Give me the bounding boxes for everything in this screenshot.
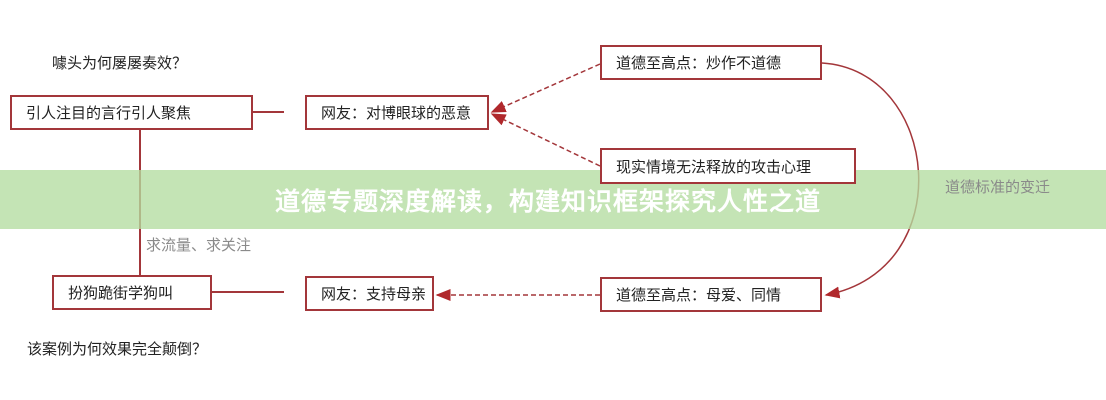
box-moral-high-hype: 道德至高点：炒作不道德 bbox=[600, 45, 822, 80]
label-moral-shift: 道德标准的变迁 bbox=[945, 178, 1051, 196]
question-bottom: 该案例为何效果完全颠倒？ bbox=[27, 340, 208, 358]
box-netizen-support: 网友：支持母亲 bbox=[305, 276, 434, 311]
banner-title: 道德专题深度解读，构建知识框架探究人性之道 bbox=[274, 186, 821, 216]
question-top: 噱头为何屡屡奏效？ bbox=[52, 54, 188, 72]
box-aggression: 现实情境无法释放的攻击心理 bbox=[600, 148, 856, 184]
label-traffic: 求流量、求关注 bbox=[146, 236, 252, 254]
box-netizen-malice: 网友：对博眼球的恶意 bbox=[305, 95, 489, 130]
box-attention: 引人注目的言行引人聚焦 bbox=[10, 95, 253, 130]
arrow-aggression-to-malice bbox=[490, 113, 601, 167]
box-moral-high-love: 道德至高点：母爱、同情 bbox=[600, 277, 822, 312]
box-dog-act: 扮狗跪街学狗叫 bbox=[52, 275, 212, 310]
arrow-hype-to-malice bbox=[490, 63, 601, 113]
title-banner: 道德专题深度解读，构建知识框架探究人性之道 bbox=[0, 170, 1106, 229]
